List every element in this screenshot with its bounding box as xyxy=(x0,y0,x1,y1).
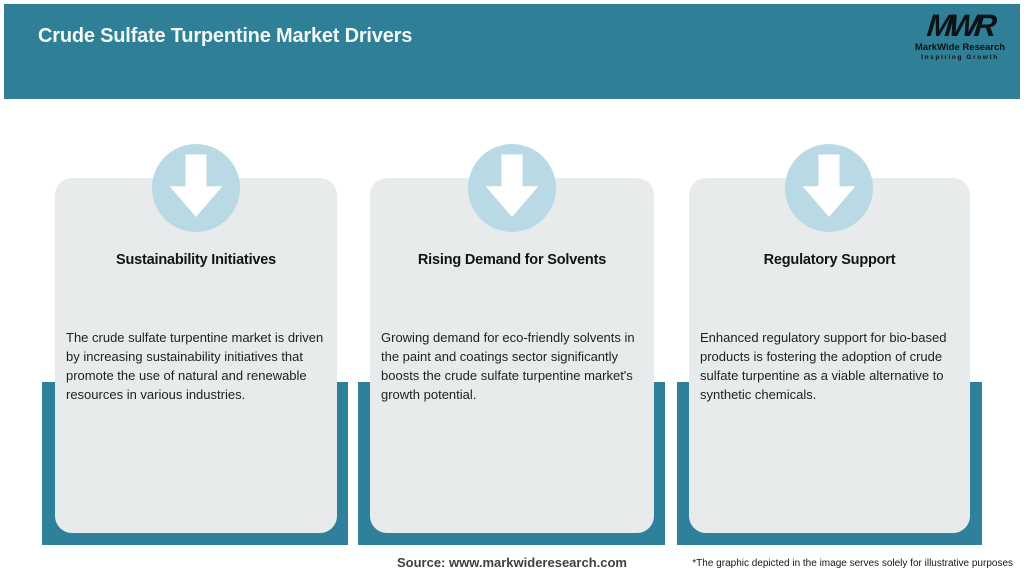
logo-tagline: Inspiring Growth xyxy=(921,53,999,61)
card-body: Enhanced regulatory support for bio-base… xyxy=(700,330,947,402)
logo-name: MarkWide Research xyxy=(914,42,1006,53)
arrow-badge xyxy=(785,144,873,232)
down-arrow-icon xyxy=(802,154,856,218)
logo-monogram: MWR xyxy=(925,8,995,43)
markwide-research-logo: MWR MarkWide Research Inspiring Growth xyxy=(910,8,1010,61)
down-arrow-icon xyxy=(169,154,223,218)
disclaimer-text: *The graphic depicted in the image serve… xyxy=(692,558,1013,569)
card-title: Regulatory Support xyxy=(763,252,896,268)
arrow-badge xyxy=(152,144,240,232)
card-title: Sustainability Initiatives xyxy=(116,252,276,268)
card-title: Rising Demand for Solvents xyxy=(417,252,607,268)
card-body: Growing demand for eco-friendly solvents… xyxy=(381,330,635,402)
page-title: Crude Sulfate Turpentine Market Drivers xyxy=(38,25,413,47)
driver-card-sustainability: Sustainability Initiatives The crude sul… xyxy=(55,178,337,533)
driver-card-solvents: Rising Demand for Solvents Growing deman… xyxy=(370,178,654,533)
arrow-badge xyxy=(468,144,556,232)
down-arrow-icon xyxy=(485,154,539,218)
source-text: Source: www.markwideresearch.com xyxy=(396,555,627,570)
driver-card-regulatory: Regulatory Support Enhanced regulatory s… xyxy=(689,178,970,533)
header-bar: Crude Sulfate Turpentine Market Drivers … xyxy=(4,4,1020,99)
card-body: The crude sulfate turpentine market is d… xyxy=(66,330,324,402)
